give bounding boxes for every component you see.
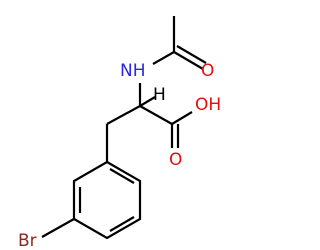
label-acid-o: O (169, 150, 182, 170)
ring-double-1 (109, 168, 135, 184)
benzene-ring (72, 160, 142, 240)
atom-labels: NH O H OH O Br (18, 61, 221, 250)
bond-alpha-h (139, 96, 156, 107)
label-alpha-h: H (153, 85, 166, 105)
molecule-diagram: NH O H OH O Br (18, 16, 221, 250)
label-nh: NH (120, 61, 146, 81)
label-br: Br (18, 231, 37, 250)
bonds (41, 16, 207, 240)
bond-ring-br (41, 218, 75, 238)
bond-carboxyl-oh (171, 111, 193, 125)
bond-alpha-ch2 (106, 105, 141, 125)
bond-acetyl-co-1 (173, 51, 204, 70)
label-acetyl-o: O (201, 61, 214, 81)
label-oh: OH (195, 95, 221, 115)
ring-double-2 (109, 216, 135, 232)
bond-carbonyl-nh (152, 51, 175, 65)
bond-alpha-carboxyl (139, 105, 173, 125)
bond-acetyl-co-2 (176, 45, 207, 64)
